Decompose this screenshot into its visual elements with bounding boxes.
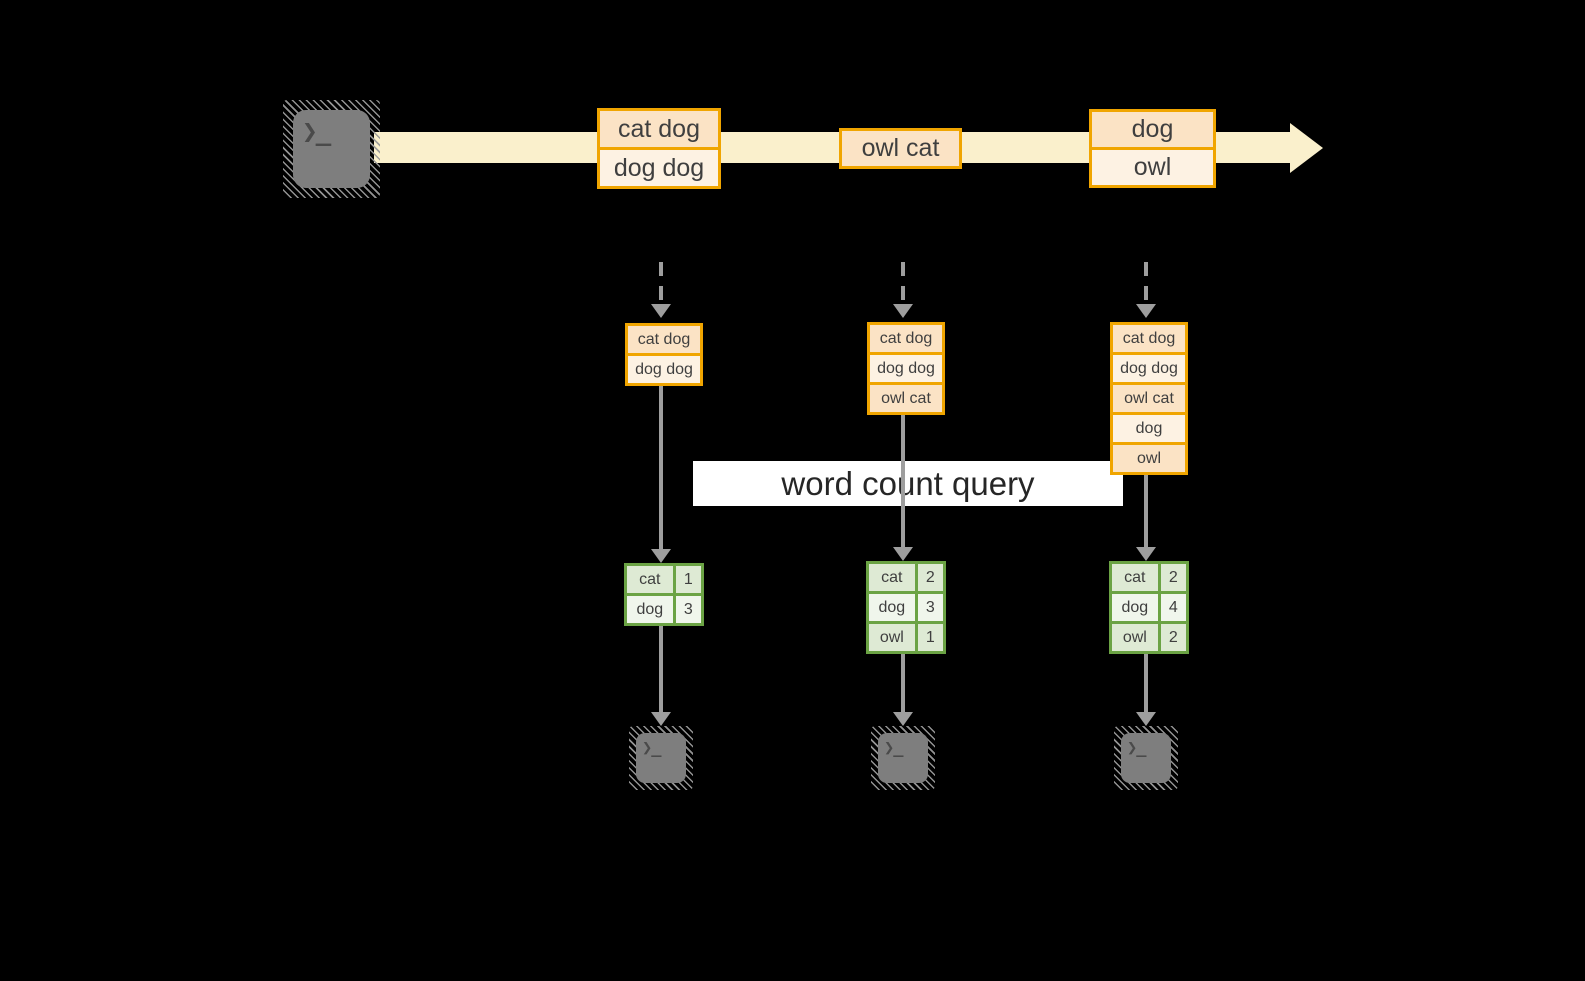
output-arrowhead-icon xyxy=(893,712,913,726)
count-value: 2 xyxy=(917,564,943,591)
count-value: 2 xyxy=(1160,624,1186,651)
count-value: 1 xyxy=(675,566,701,593)
buffer-row: cat dog xyxy=(870,325,942,352)
count-table-1: cat 1 dog 3 xyxy=(624,563,704,626)
count-value: 1 xyxy=(917,624,943,651)
count-table-2: cat 2 dog 3 owl 1 xyxy=(866,561,946,654)
count-value: 4 xyxy=(1160,594,1186,621)
count-word: dog xyxy=(869,594,915,621)
stream-event: dog dog xyxy=(600,150,718,186)
buffer-row: cat dog xyxy=(1113,325,1185,352)
query-arrowhead-icon xyxy=(893,547,913,561)
query-label: word count query xyxy=(693,461,1123,506)
count-table-3: cat 2 dog 4 owl 2 xyxy=(1109,561,1189,654)
stream-event-group-3: dog owl xyxy=(1089,109,1216,188)
terminal-screen: ❯_ xyxy=(878,733,928,783)
dashed-arrow-line xyxy=(901,262,905,304)
stream-event-group-2: owl cat xyxy=(839,128,962,169)
dashed-arrowhead-icon xyxy=(651,304,671,318)
stream-event: owl cat xyxy=(842,131,959,166)
terminal-prompt-glyph: ❯_ xyxy=(642,738,662,758)
buffer-row: dog dog xyxy=(870,355,942,382)
count-word: owl xyxy=(1112,624,1158,651)
count-value: 2 xyxy=(1160,564,1186,591)
consumer-terminal-icon-1: ❯_ xyxy=(629,726,693,790)
dashed-arrow-line xyxy=(1144,262,1148,304)
query-arrow-line xyxy=(1144,475,1148,547)
count-word: owl xyxy=(869,624,915,651)
buffer-row: owl cat xyxy=(870,385,942,412)
query-arrow-line xyxy=(659,386,663,549)
stream-timeline-arrowhead-icon xyxy=(1290,123,1323,173)
query-arrow-line xyxy=(901,415,905,547)
count-word: cat xyxy=(627,566,673,593)
terminal-prompt-glyph: ❯_ xyxy=(1127,738,1147,758)
buffer-row: owl cat xyxy=(1113,385,1185,412)
count-value: 3 xyxy=(917,594,943,621)
stream-event-group-1: cat dog dog dog xyxy=(597,108,721,189)
count-word: cat xyxy=(869,564,915,591)
query-arrowhead-icon xyxy=(1136,547,1156,561)
terminal-prompt-glyph: ❯_ xyxy=(302,117,331,147)
stream-event: dog xyxy=(1092,112,1213,147)
producer-terminal-icon: ❯_ xyxy=(283,100,380,198)
output-arrow-line xyxy=(1144,654,1148,712)
terminal-prompt-glyph: ❯_ xyxy=(884,738,904,758)
output-arrow-line xyxy=(901,654,905,712)
count-value: 3 xyxy=(675,596,701,623)
output-arrowhead-icon xyxy=(1136,712,1156,726)
stream-event: cat dog xyxy=(600,111,718,147)
terminal-screen: ❯_ xyxy=(1121,733,1171,783)
dashed-arrow-line xyxy=(659,262,663,304)
stream-event: owl xyxy=(1092,150,1213,185)
buffer-row: owl xyxy=(1113,445,1185,472)
event-buffer-2: cat dog dog dog owl cat xyxy=(867,322,945,415)
buffer-row: dog dog xyxy=(1113,355,1185,382)
count-word: cat xyxy=(1112,564,1158,591)
count-word: dog xyxy=(1112,594,1158,621)
terminal-screen: ❯_ xyxy=(293,110,370,188)
buffer-row: dog dog xyxy=(628,356,700,383)
output-arrowhead-icon xyxy=(651,712,671,726)
dashed-arrowhead-icon xyxy=(1136,304,1156,318)
event-buffer-1: cat dog dog dog xyxy=(625,323,703,386)
count-word: dog xyxy=(627,596,673,623)
buffer-row: cat dog xyxy=(628,326,700,353)
dashed-arrowhead-icon xyxy=(893,304,913,318)
event-buffer-3: cat dog dog dog owl cat dog owl xyxy=(1110,322,1188,475)
buffer-row: dog xyxy=(1113,415,1185,442)
query-arrowhead-icon xyxy=(651,549,671,563)
output-arrow-line xyxy=(659,626,663,712)
consumer-terminal-icon-2: ❯_ xyxy=(871,726,935,790)
consumer-terminal-icon-3: ❯_ xyxy=(1114,726,1178,790)
terminal-screen: ❯_ xyxy=(636,733,686,783)
